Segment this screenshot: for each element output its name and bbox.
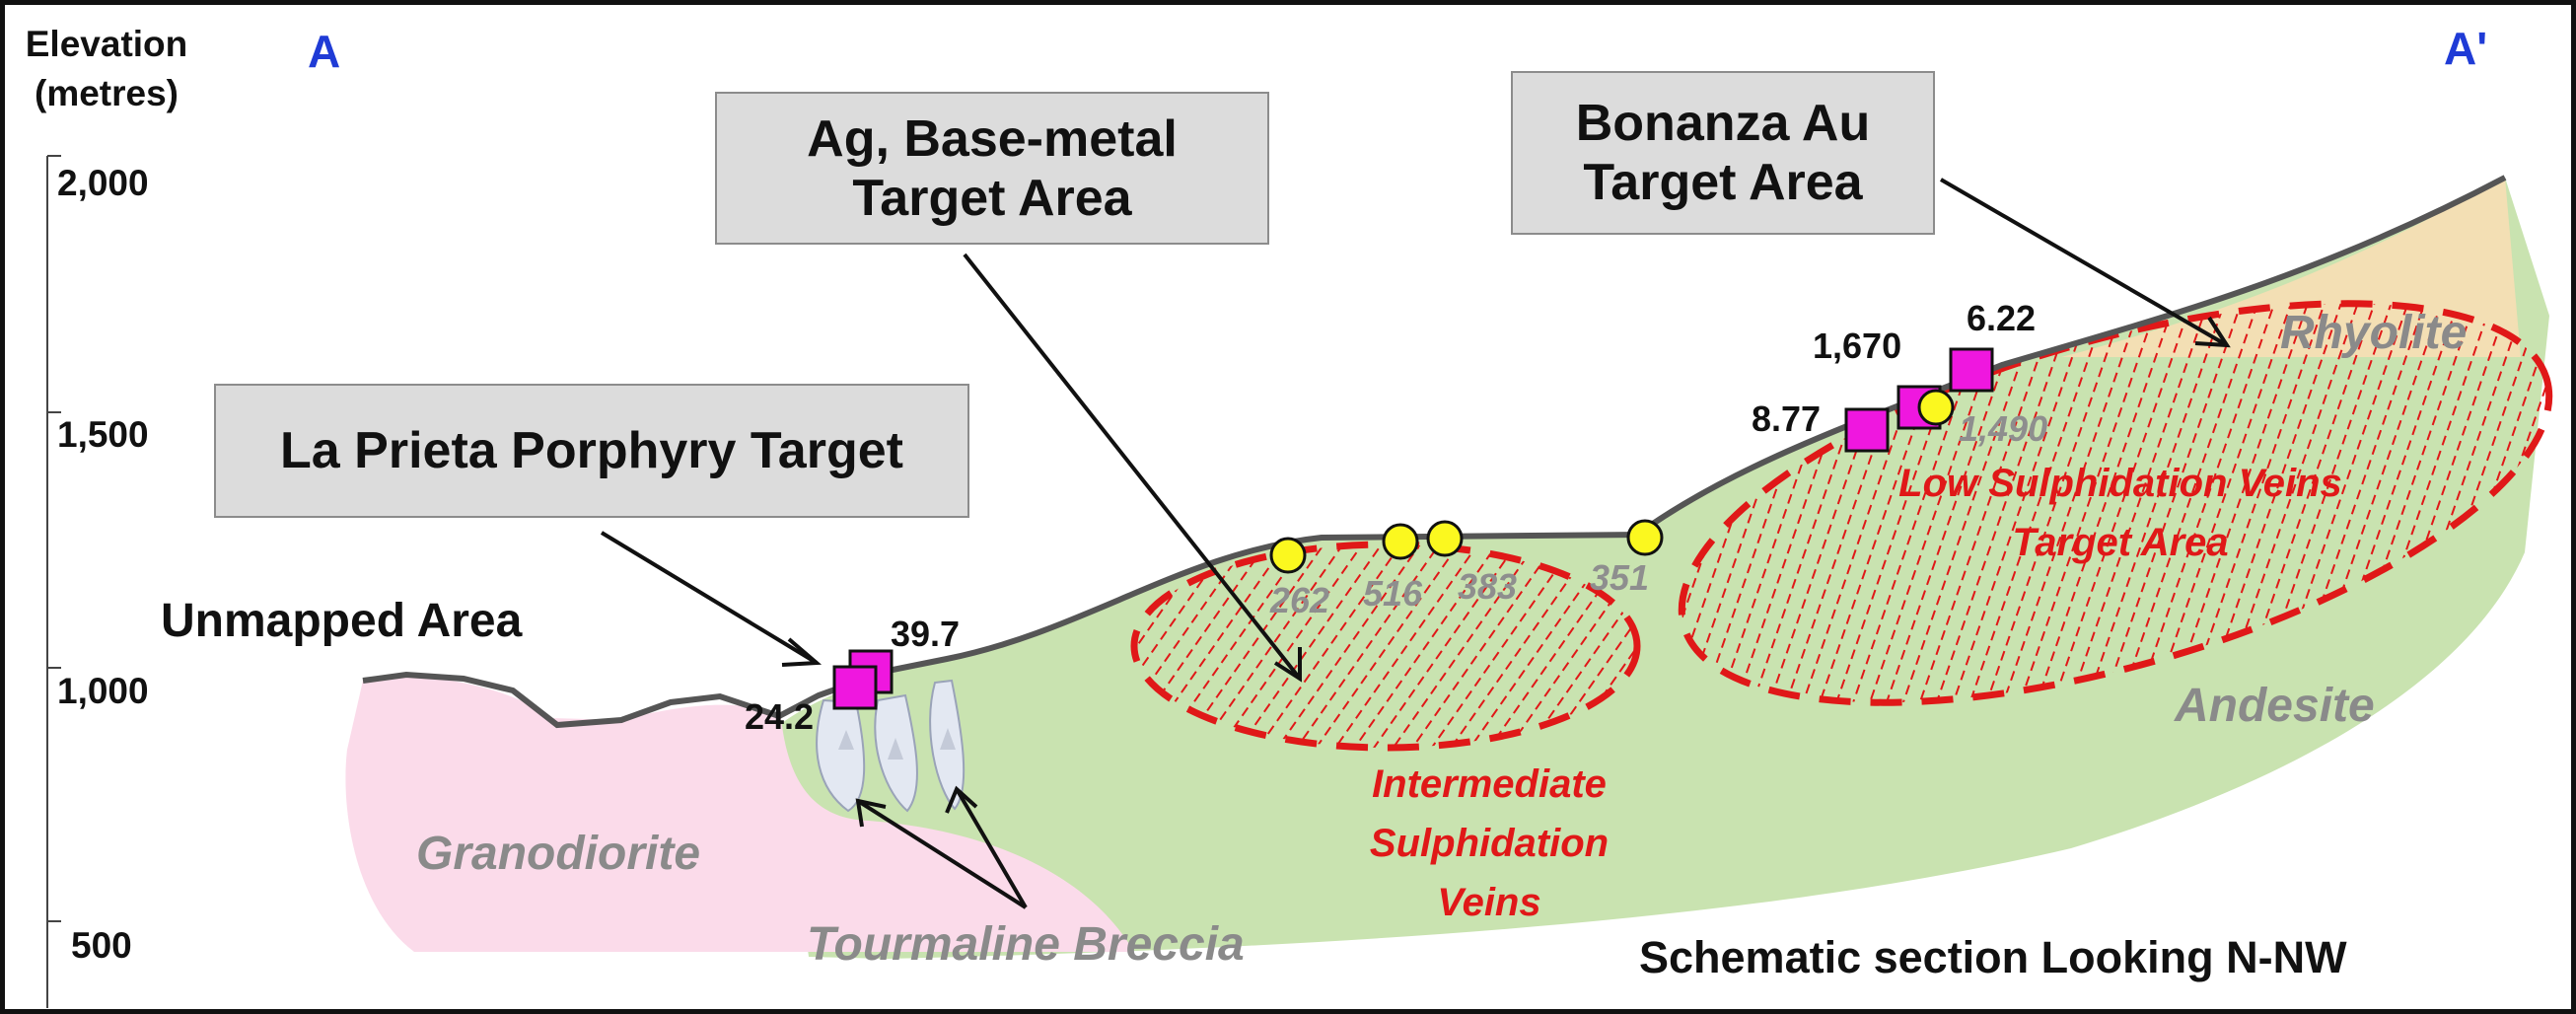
axis-title: Elevation (metres) (8, 20, 205, 118)
granodiorite-unit (345, 675, 1134, 952)
square-sample-value: 6.22 (1967, 298, 2037, 338)
square-sample-value: 24.2 (745, 696, 815, 737)
circle-sample-value: 262 (1270, 580, 1330, 620)
granodiorite-label: Granodiorite (416, 828, 701, 880)
topographic-surface-line (362, 175, 2507, 729)
section-start-label: A (308, 26, 341, 77)
tick-label-1500: 1,500 (57, 414, 149, 455)
ag-base-metal-target-box: Ag, Base-metal Target Area (715, 92, 1269, 245)
intermediate-line3: Veins (1437, 881, 1541, 924)
circle-sample-marker (1426, 520, 1464, 557)
andesite-label: Andesite (2175, 680, 2375, 732)
section-caption: Schematic section Looking N-NW (1639, 932, 2347, 982)
intermediate-sulphidation-target (1130, 541, 1641, 752)
bonanza-au-target-box: Bonanza Au Target Area (1511, 71, 1935, 235)
ag-target-line2: Target Area (852, 169, 1132, 227)
tourmaline-breccia-pipes (816, 679, 966, 813)
circle-sample-marker (1269, 537, 1307, 574)
porphyry-target-label: La Prieta Porphyry Target (280, 422, 903, 479)
unmapped-area-label: Unmapped Area (161, 595, 523, 647)
low-sulphidation-target (1678, 300, 2553, 706)
circle-sample-marker (1626, 519, 1664, 556)
sample-markers (832, 347, 1994, 710)
au-target-line1: Bonanza Au (1575, 95, 1871, 152)
intermediate-line2: Sulphidation (1369, 822, 1610, 865)
circle-sample-value: 1,490 (1959, 408, 2048, 449)
circle-sample-marker (1917, 389, 1955, 426)
porphyry-target-box: La Prieta Porphyry Target (214, 384, 969, 518)
circle-sample-value: 351 (1590, 557, 1650, 598)
low-sulphidation-label: Low Sulphidation Veins Target Area (1854, 454, 2387, 572)
leader-arrows (600, 178, 2231, 909)
axis-title-line1: Elevation (25, 24, 188, 64)
au-target-line2: Target Area (1583, 154, 1863, 211)
tourmaline-breccia-label: Tourmaline Breccia (807, 918, 1245, 971)
square-sample-value: 8.77 (1752, 398, 1822, 439)
tick-label-2000: 2,000 (57, 163, 149, 203)
circle-sample-value: 516 (1363, 573, 1423, 614)
ag-target-line1: Ag, Base-metal (807, 109, 1178, 168)
axis-title-line2: (metres) (35, 73, 179, 113)
intermediate-sulphidation-label: Intermediate Sulphidation Veins (1312, 755, 1667, 932)
square-sample-value: 39.7 (891, 614, 961, 654)
square-sample-marker (832, 665, 878, 710)
circle-sample-marker (1382, 523, 1419, 560)
square-sample-value: 1,670 (1813, 326, 1902, 366)
section-end-label: A' (2444, 23, 2488, 74)
square-sample-marker (1844, 407, 1890, 453)
circle-sample-value: 383 (1458, 566, 1518, 607)
tick-label-1000: 1,000 (57, 671, 149, 711)
low-sulphidation-line1: Low Sulphidation Veins (1898, 462, 2342, 505)
low-sulphidation-line2: Target Area (2012, 521, 2229, 564)
intermediate-line1: Intermediate (1372, 762, 1607, 806)
tick-label-500: 500 (71, 925, 132, 966)
square-sample-marker (1949, 347, 1994, 393)
rhyolite-label: Rhyolite (2280, 307, 2468, 359)
